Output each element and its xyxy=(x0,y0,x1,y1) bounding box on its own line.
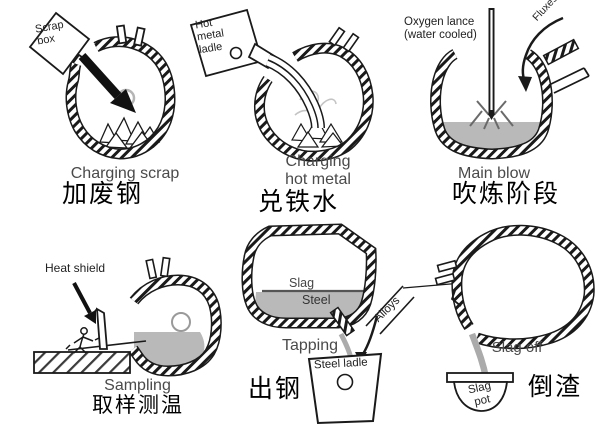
heat-shield-label: Heat shield xyxy=(45,261,106,275)
blow-splash xyxy=(469,100,514,130)
hot-metal-ladle-label: Hot metal ladle xyxy=(194,16,225,56)
metal-bath xyxy=(134,332,205,367)
stage-label-tapping-zh: 出钢 xyxy=(248,376,303,403)
stage-label-charging-scrap-en: Charging scrap xyxy=(70,165,180,182)
trunnion-pins xyxy=(145,256,171,280)
stage-charging-hot-metal-drawing xyxy=(189,8,374,162)
charge-arrow-icon xyxy=(78,52,136,113)
stage-label-sampling-en: Sampling xyxy=(104,377,171,394)
stage-label-tapping-en: Tapping xyxy=(281,337,339,354)
trunnion-pins xyxy=(434,259,462,307)
stage-tapping-drawing xyxy=(241,223,463,425)
vessel-lining xyxy=(430,49,553,160)
worker-figure xyxy=(65,327,100,354)
trunnion-pins xyxy=(115,24,146,47)
metal-bath xyxy=(441,122,544,152)
stage-label-charging-scrap-zh: 加废钢 xyxy=(62,181,144,208)
oxygen-lance xyxy=(488,8,495,120)
slag-layer-label: Slag xyxy=(289,276,315,290)
trunnion-pins xyxy=(328,26,360,53)
vessel-lining xyxy=(254,42,374,162)
stage-charging-scrap-drawing xyxy=(28,11,176,160)
stage-main-blow-drawing xyxy=(430,8,590,160)
hot-metal-stream xyxy=(265,53,325,129)
vessel-interior xyxy=(456,230,590,344)
steel-ladle xyxy=(307,352,383,425)
vessel-lining xyxy=(128,274,222,377)
heat-shield-arrow-icon xyxy=(72,282,96,324)
stage-label-sampling-zh: 取样测温 xyxy=(92,393,184,417)
fluxes-arrow-icon xyxy=(518,16,564,92)
stage-slag-off-drawing xyxy=(434,224,595,412)
stage-label-slag-off-en: Slag off xyxy=(491,339,543,356)
steel-layer-label: Steel xyxy=(302,293,331,307)
stage-label-charging-hot-metal-en: Charging hot metal xyxy=(285,153,351,188)
stage-label-main-blow-zh: 吹炼阶段 xyxy=(452,181,561,208)
scrap-box xyxy=(28,11,94,76)
work-platform xyxy=(33,351,131,374)
trunnion-mark xyxy=(171,312,191,332)
fluxes-chute xyxy=(542,38,590,94)
oxygen-lance-label: Oxygen lance (water cooled) xyxy=(404,16,477,41)
vessel-lining xyxy=(241,223,377,329)
stage-label-charging-hot-metal-zh: 兑铁水 xyxy=(258,189,340,216)
slag-pot xyxy=(446,372,514,412)
stage-sampling-drawing xyxy=(33,256,222,377)
stage-label-slag-off-zh: 倒渣 xyxy=(528,374,583,401)
vessel-lining xyxy=(451,224,595,350)
stage-label-main-blow-en: Main blow xyxy=(457,165,531,182)
taphole-nozzle xyxy=(329,306,356,337)
